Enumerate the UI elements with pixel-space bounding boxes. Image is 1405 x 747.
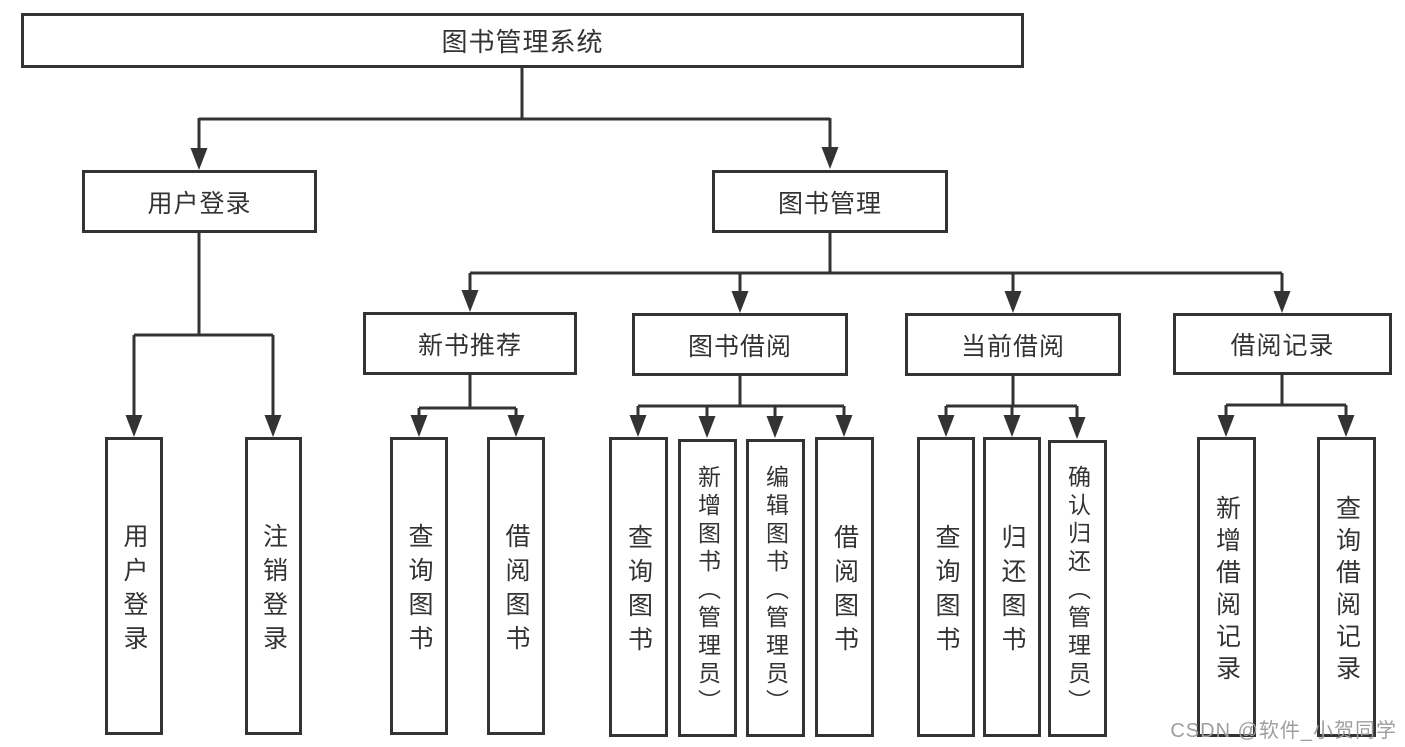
leaf-label: 查询图书 [624,523,653,660]
arrowhead [1068,417,1086,439]
arrowhead [1217,415,1235,437]
node-borrowing-records-label: 借阅记录 [1230,332,1335,360]
node-user-login-label: 用户登录 [147,189,252,218]
leaf-borrow-books-2: 借阅图书 [815,437,874,737]
leaf-add-borrow-record: 新增借阅记录 [1197,437,1256,737]
arrowhead [410,415,428,437]
leaf-label: 新增图书（管理员） [694,464,721,717]
leaf-label: 查询图书 [405,522,433,659]
leaf-label: 确认归还（管理员） [1064,465,1091,717]
node-new-book-recommendation: 新书推荐 [363,312,577,375]
node-book-borrowing-label: 图书借阅 [687,332,792,361]
node-root-label: 图书管理系统 [441,27,604,57]
leaf-label: 归还图书 [998,523,1026,660]
leaf-user-login: 用户登录 [105,437,163,735]
arrowhead [1003,415,1021,437]
leaf-query-books-2: 查询图书 [609,437,668,737]
arrowhead [1004,291,1022,313]
arrowhead [125,415,143,437]
arrowhead [507,415,525,437]
leaf-edit-books-admin: 编辑图书（管理员） [746,439,805,737]
node-current-borrowing: 当前借阅 [905,313,1121,376]
node-book-borrowing: 图书借阅 [632,313,848,376]
leaf-label: 借阅图书 [830,523,859,660]
leaf-label: 查询借阅记录 [1332,494,1361,687]
leaf-label: 查询图书 [932,523,960,660]
leaf-query-books-3: 查询图书 [917,437,975,737]
node-new-book-label: 新书推荐 [417,331,522,360]
node-root-library-system: 图书管理系统 [21,13,1024,68]
arrowhead [821,147,839,169]
node-borrowing-records: 借阅记录 [1173,313,1392,375]
leaf-query-books-1: 查询图书 [390,437,448,735]
leaf-return-books: 归还图书 [983,437,1041,737]
leaf-query-borrow-record: 查询借阅记录 [1317,437,1376,737]
arrowhead [766,416,784,438]
arrowhead [1337,415,1355,437]
csdn-watermark: CSDN @软件_小贺同学 [1170,720,1397,742]
node-book-management: 图书管理 [712,170,948,233]
arrowhead [835,415,853,437]
leaf-confirm-return-admin: 确认归还（管理员） [1048,440,1107,737]
arrowhead [629,415,647,437]
leaf-label: 用户登录 [120,522,148,659]
arrowhead [1273,291,1291,313]
leaf-label: 注销登录 [259,522,288,659]
node-user-login: 用户登录 [82,170,317,233]
arrowhead [461,290,479,312]
arrowhead [731,291,749,313]
leaf-label: 编辑图书（管理员） [762,464,789,717]
leaf-label: 借阅图书 [502,522,530,659]
leaf-label: 新增借阅记录 [1212,494,1241,687]
arrowhead [264,415,282,437]
leaf-add-books-admin: 新增图书（管理员） [678,439,737,737]
arrowhead [937,415,955,437]
node-book-management-label: 图书管理 [777,189,882,218]
leaf-logout: 注销登录 [245,437,302,735]
arrowhead [190,148,208,170]
leaf-borrow-books-1: 借阅图书 [487,437,545,735]
arrowhead [698,416,716,438]
node-current-borrowing-label: 当前借阅 [960,332,1065,361]
